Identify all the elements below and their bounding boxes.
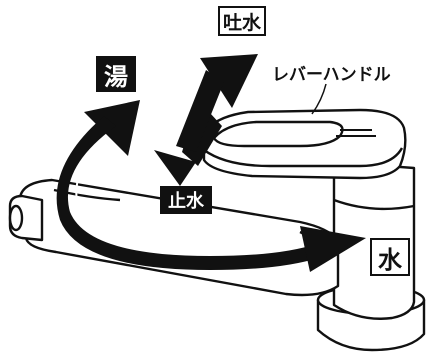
cold-water-label: 水 bbox=[370, 238, 410, 276]
lever-leader-line bbox=[311, 83, 327, 115]
open-stop-arrow bbox=[154, 54, 258, 186]
hot-water-label: 湯 bbox=[96, 56, 136, 92]
spout-open-label: 吐水 bbox=[218, 6, 266, 36]
lever-handle-shape bbox=[202, 108, 407, 180]
hot-cold-arrow bbox=[56, 100, 366, 272]
lever-handle-label: レバーハンドル bbox=[272, 65, 391, 85]
spout-nozzle bbox=[8, 194, 44, 242]
stop-water-label: 止水 bbox=[160, 186, 212, 214]
